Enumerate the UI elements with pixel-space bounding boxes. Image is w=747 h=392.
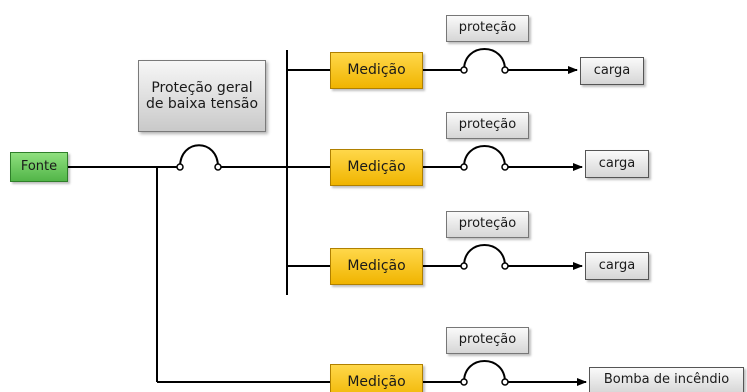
meter-label: Medição [347, 62, 406, 79]
load-label: carga [593, 62, 631, 78]
protection-label: proteção [458, 117, 517, 133]
meter-label: Medição [347, 258, 406, 275]
source-label: Fonte [20, 158, 58, 174]
meter-label: Medição [347, 159, 406, 176]
meter-box: Medição [330, 364, 423, 392]
main-protection-box: Proteção geral de baixa tensão [138, 60, 266, 132]
source-box: Fonte [10, 152, 68, 182]
meter-box: Medição [330, 248, 423, 285]
protection-label: proteção [458, 20, 517, 36]
protection-box: proteção [446, 112, 529, 139]
load-label: Bomba de incêndio [603, 372, 730, 388]
protection-box: proteção [446, 211, 529, 238]
protection-label: proteção [458, 216, 517, 232]
meter-label: Medição [347, 374, 406, 391]
load-box: carga [580, 57, 644, 85]
load-label: carga [598, 155, 636, 171]
load-label: carga [598, 257, 636, 273]
load-box: carga [585, 252, 649, 280]
protection-label: proteção [458, 332, 517, 348]
meter-box: Medição [330, 52, 423, 89]
load-box: carga [585, 150, 649, 178]
meter-box: Medição [330, 149, 423, 186]
protection-box: proteção [446, 15, 529, 42]
main-protection-label: Proteção geral de baixa tensão [145, 79, 259, 112]
protection-box: proteção [446, 327, 529, 354]
fire-pump-box: Bomba de incêndio [589, 367, 744, 392]
